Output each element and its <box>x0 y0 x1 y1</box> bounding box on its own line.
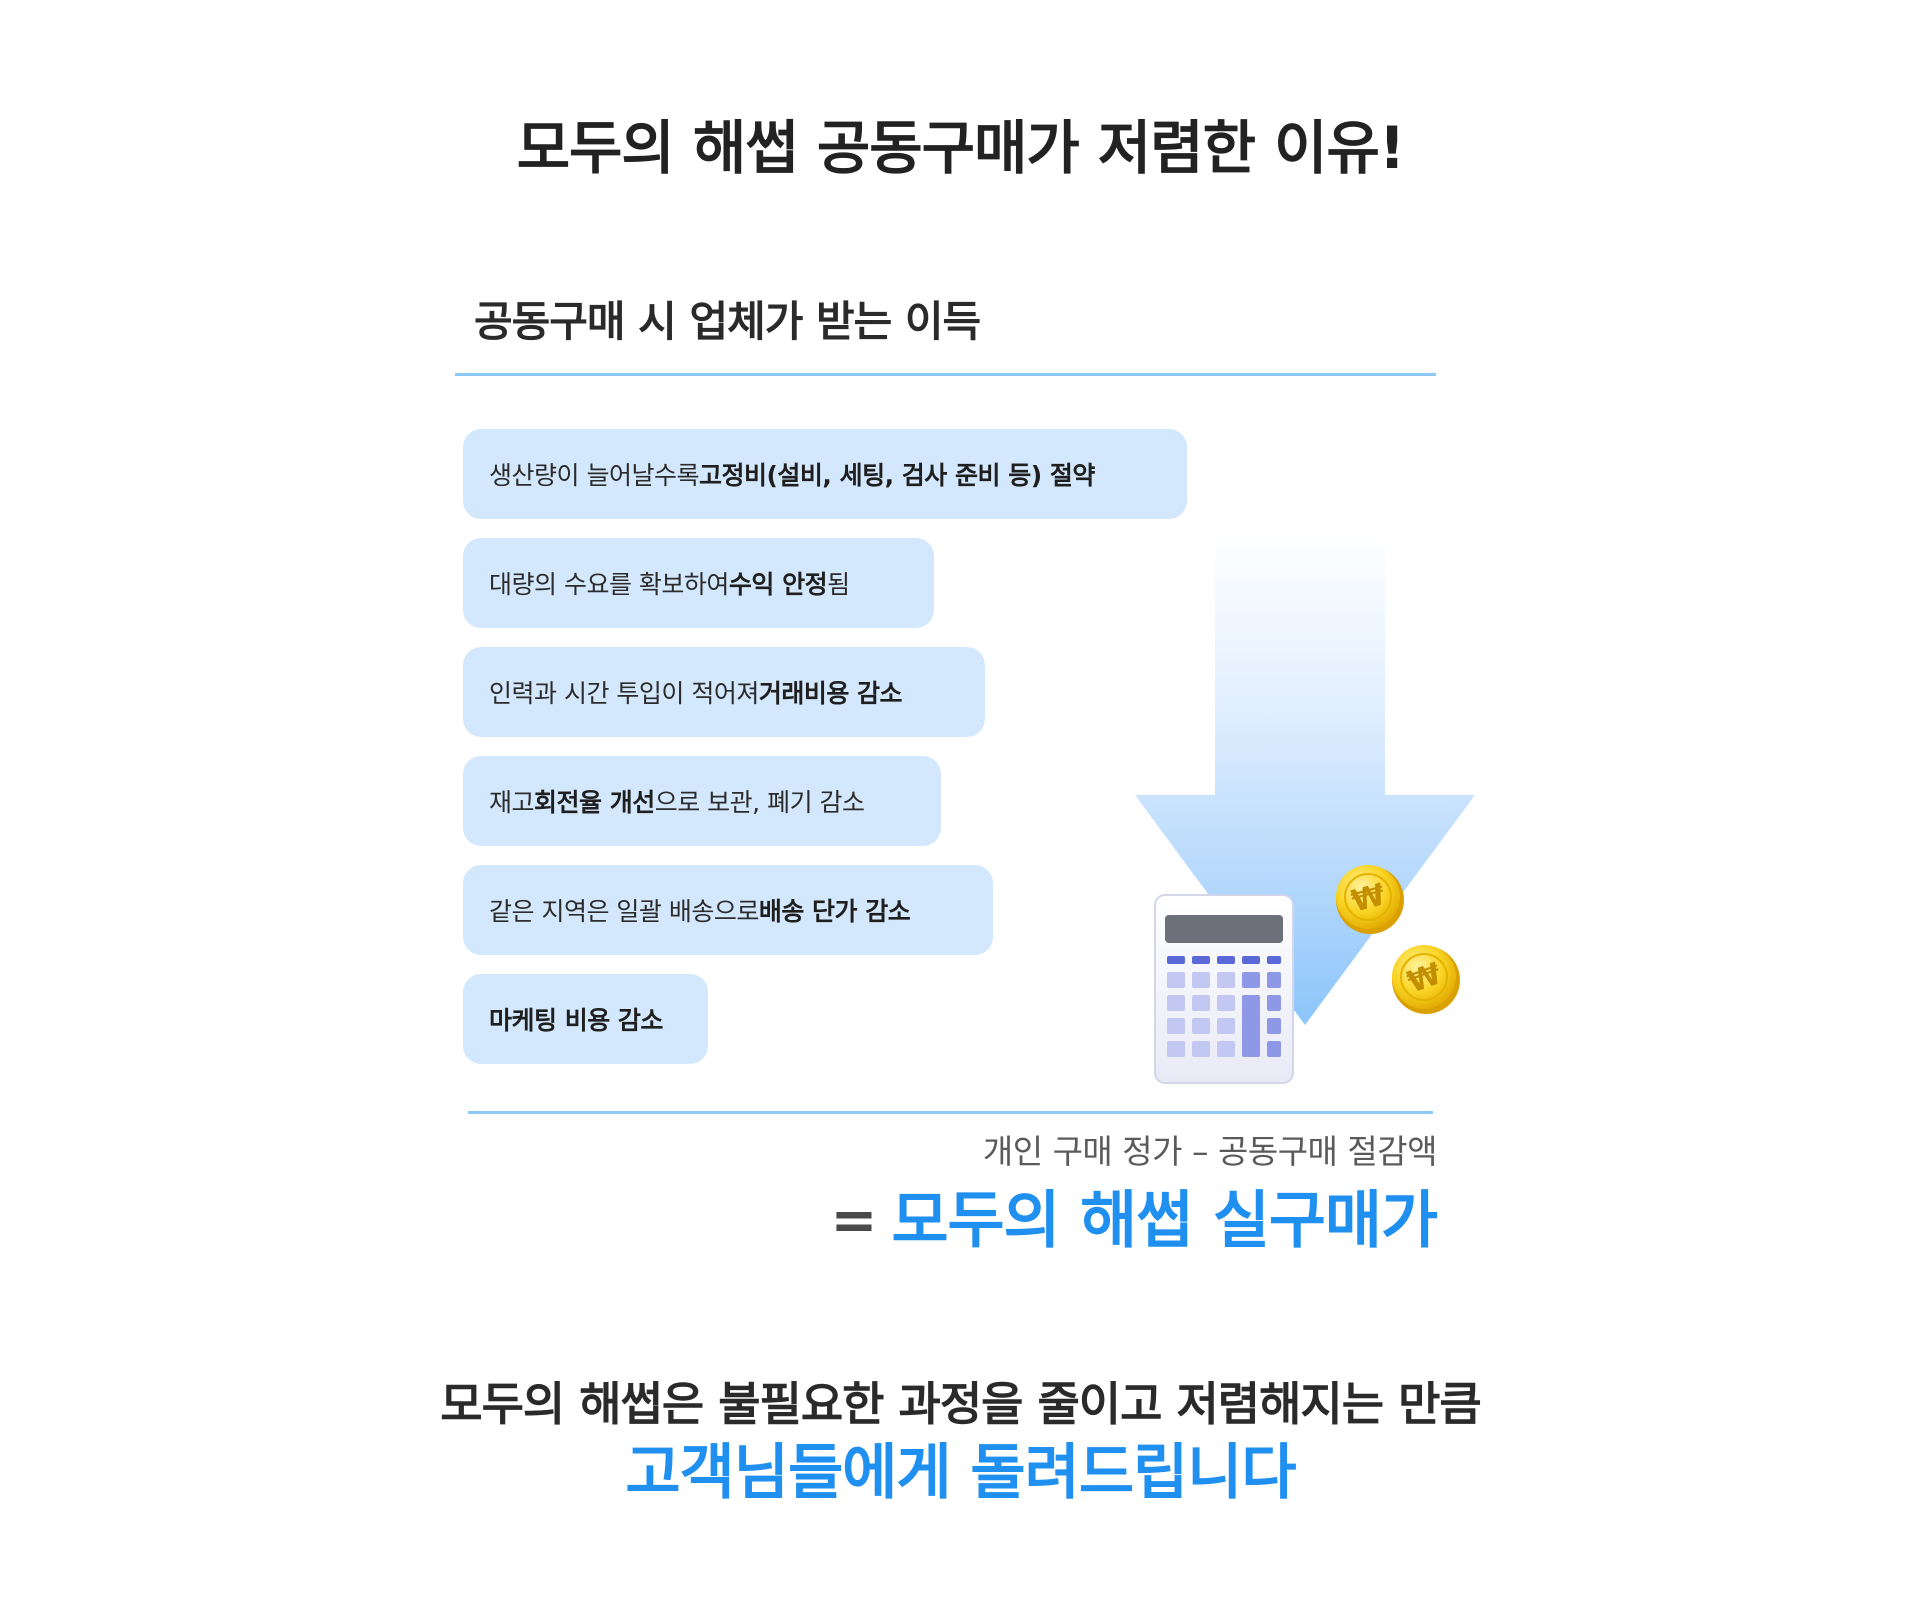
benefit-highlight: 마케팅 비용 감소 <box>489 1006 663 1035</box>
benefit-text: 재고 <box>489 788 535 817</box>
won-coin-icon: ₩ <box>1336 865 1404 934</box>
benefit-item-transaction-cost: 인력과 시간 투입이 적어져 거래비용 감소 <box>463 647 985 737</box>
formula-text: 개인 구매 정가 – 공동구매 절감액 <box>982 1132 1438 1171</box>
top-divider <box>455 373 1436 376</box>
page-title: 모두의 해썹 공동구매가 저렴한 이유! <box>516 114 1406 182</box>
benefit-text: 대량의 수요를 확보하여 <box>489 570 729 599</box>
closing-message: 모두의 해썹은 불필요한 과정을 줄이고 저렴해지는 만큼 <box>440 1377 1481 1431</box>
result-line: =모두의 해썹 실구매가 <box>830 1180 1438 1261</box>
benefit-list: 생산량이 늘어날수록 고정비(설비, 세팅, 검사 준비 등) 절약 대량의 수… <box>463 429 1187 1083</box>
benefit-highlight: 수익 안정 <box>728 570 828 599</box>
benefit-item-fixed-cost: 생산량이 늘어날수록 고정비(설비, 세팅, 검사 준비 등) 절약 <box>463 429 1187 519</box>
benefit-item-marketing: 마케팅 비용 감소 <box>463 974 708 1064</box>
benefit-text: 같은 지역은 일괄 배송으로 <box>489 897 759 926</box>
benefit-highlight: 회전율 개선 <box>534 788 655 817</box>
benefit-item-shipping: 같은 지역은 일괄 배송으로 배송 단가 감소 <box>463 865 993 955</box>
equals-sign: = <box>830 1187 878 1253</box>
closing-highlight: 고객님들에게 돌려드립니다 <box>625 1438 1296 1508</box>
price-drop-illustration: ₩ ₩ <box>1135 530 1475 1084</box>
benefit-text-suffix: 됨 <box>827 570 850 599</box>
benefit-text: 생산량이 늘어날수록 <box>489 461 699 490</box>
section-heading: 공동구매 시 업체가 받는 이득 <box>474 297 981 346</box>
actual-price-label: 모두의 해썹 실구매가 <box>891 1183 1438 1257</box>
benefit-highlight: 배송 단가 감소 <box>758 897 911 926</box>
benefit-highlight: 고정비(설비, 세팅, 검사 준비 등) 절약 <box>698 461 1095 490</box>
benefit-text: 인력과 시간 투입이 적어져 <box>489 679 759 708</box>
benefit-text-suffix: 으로 보관, 폐기 감소 <box>654 788 865 817</box>
bottom-divider <box>468 1111 1433 1114</box>
won-coin-icon: ₩ <box>1392 945 1460 1014</box>
benefit-highlight: 거래비용 감소 <box>758 679 903 708</box>
calculator-icon <box>1154 894 1294 1084</box>
